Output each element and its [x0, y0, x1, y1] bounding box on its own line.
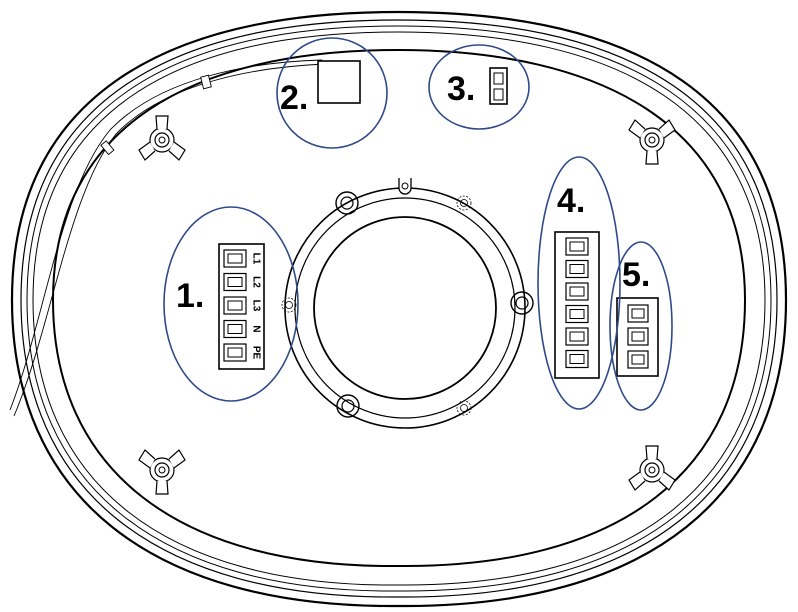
- terminal-slot: [627, 327, 649, 346]
- callout-label-1: 1.: [176, 277, 204, 315]
- ring-screw: [335, 191, 359, 215]
- terminal-label: L1: [250, 253, 261, 265]
- callout-label-2: 2.: [280, 79, 308, 117]
- terminal-slot-inner: [569, 354, 585, 364]
- callout-ellipse-3: [428, 44, 530, 130]
- terminal-slot: [627, 304, 649, 323]
- terminal-slot: [565, 282, 589, 301]
- terminal-slot: [565, 237, 589, 256]
- callout-label-3: 3.: [447, 70, 475, 108]
- mounting-foot-bottom-left: [138, 449, 186, 495]
- terminal-slot-inner: [227, 347, 243, 358]
- terminal-slot-inner: [227, 277, 243, 287]
- mounting-foot-top-left: [138, 115, 186, 161]
- terminal-slot: [565, 259, 589, 279]
- terminal-slot-inner: [569, 309, 585, 319]
- terminal-slot-inner: [569, 241, 585, 252]
- ring-hole: [281, 297, 297, 313]
- terminal-slot: [223, 319, 247, 339]
- terminal-slot-inner: [631, 354, 645, 365]
- mounting-foot-top-right: [628, 119, 676, 165]
- callout-ellipse-4: [537, 156, 621, 410]
- terminal-slot-inner: [631, 331, 645, 342]
- terminal-slot: [565, 304, 589, 324]
- terminal-slot-inner: [227, 324, 243, 334]
- terminal-slot-inner: [227, 300, 243, 311]
- terminal-slot-inner: [569, 331, 585, 342]
- terminal-slot: [565, 349, 589, 369]
- center-ring: [284, 178, 526, 429]
- callout-ellipses: [163, 37, 673, 411]
- terminal-slot: [223, 296, 247, 315]
- callout-ellipse-1: [163, 206, 299, 402]
- terminal-slot: [223, 343, 247, 362]
- terminal-label: L3: [250, 300, 261, 312]
- terminal-slot: [223, 272, 247, 292]
- connector-3: [489, 67, 508, 105]
- terminal-block-5: [616, 297, 659, 377]
- callout-ellipse-5: [609, 241, 673, 411]
- terminal-slot: [223, 249, 247, 268]
- ring-hole: [456, 195, 472, 211]
- housing-outline: [10, 10, 788, 608]
- terminal-slot-inner: [569, 264, 585, 274]
- mounting-foot-bottom-right: [628, 445, 676, 491]
- ring-screw: [510, 291, 534, 315]
- terminal-slot-inner: [227, 253, 243, 264]
- terminal-label: L2: [250, 276, 261, 288]
- terminal-slot-inner: [631, 308, 645, 319]
- terminal-label: N: [250, 325, 261, 332]
- cable: [9, 59, 327, 417]
- callout-label-5: 5.: [622, 256, 650, 294]
- callout-labels: 1. 2. 3. 4. 5.: [176, 70, 650, 315]
- ring-screws: [281, 191, 534, 418]
- connector-2: [317, 60, 361, 104]
- terminal-slot: [627, 350, 649, 369]
- terminal-slot: [565, 327, 589, 346]
- terminal-label: PE: [250, 346, 261, 360]
- ring-screw: [336, 394, 360, 418]
- terminal-block-4: [554, 231, 600, 379]
- callout-label-4: 4.: [557, 182, 585, 220]
- terminal-slot-inner: [569, 286, 585, 297]
- callout-ellipse-2: [276, 37, 388, 149]
- ring-hole: [456, 400, 472, 416]
